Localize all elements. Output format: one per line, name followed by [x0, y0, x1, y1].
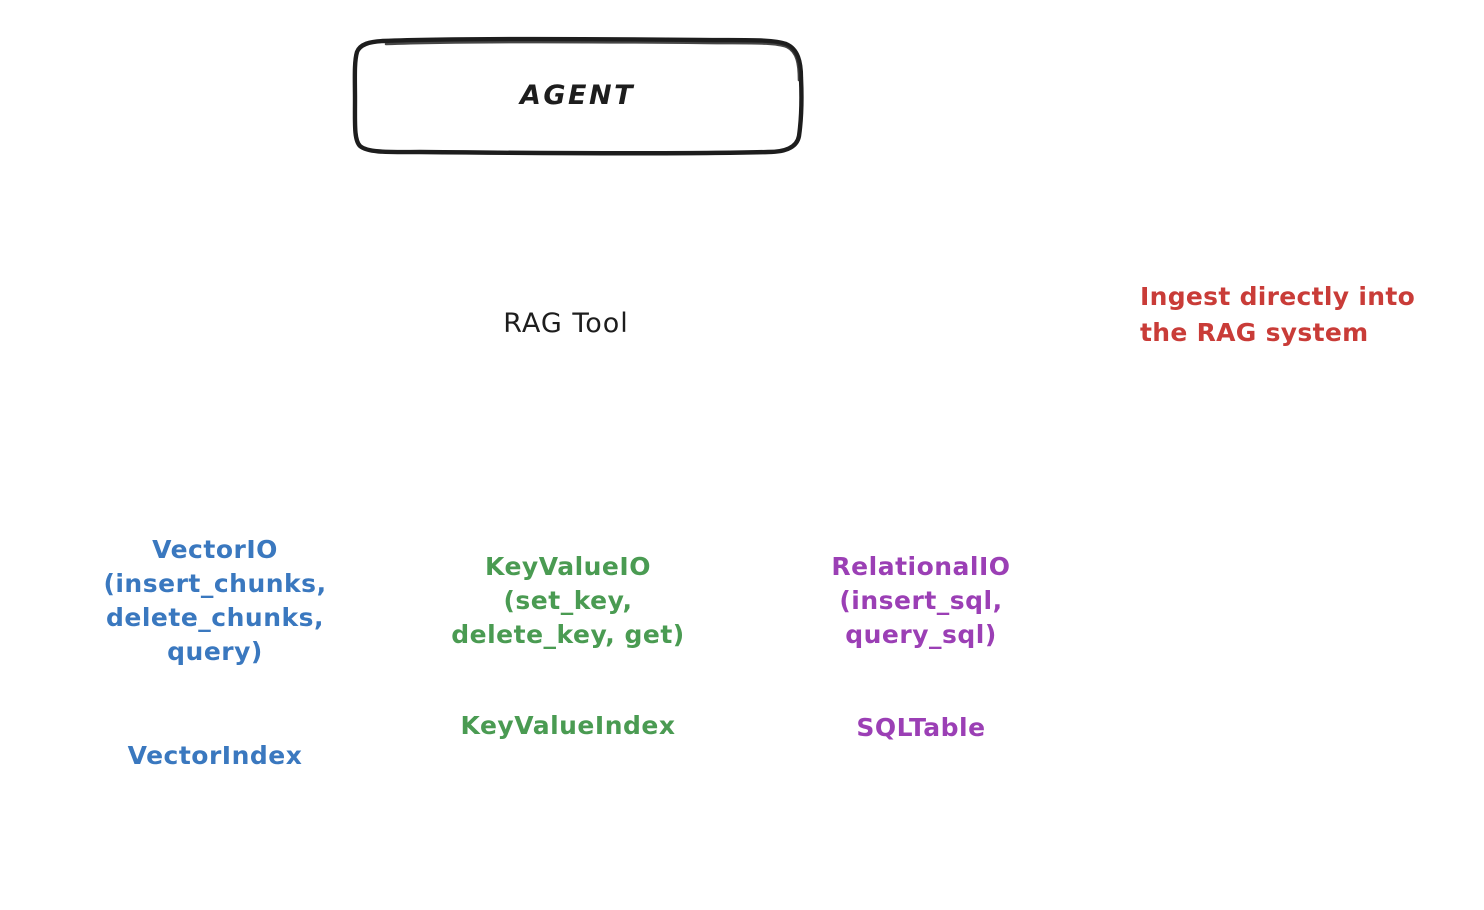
agent-box-sketch-overlay [384, 40, 801, 82]
agent-box-outline [352, 36, 804, 156]
agent-node[interactable] [352, 36, 804, 156]
